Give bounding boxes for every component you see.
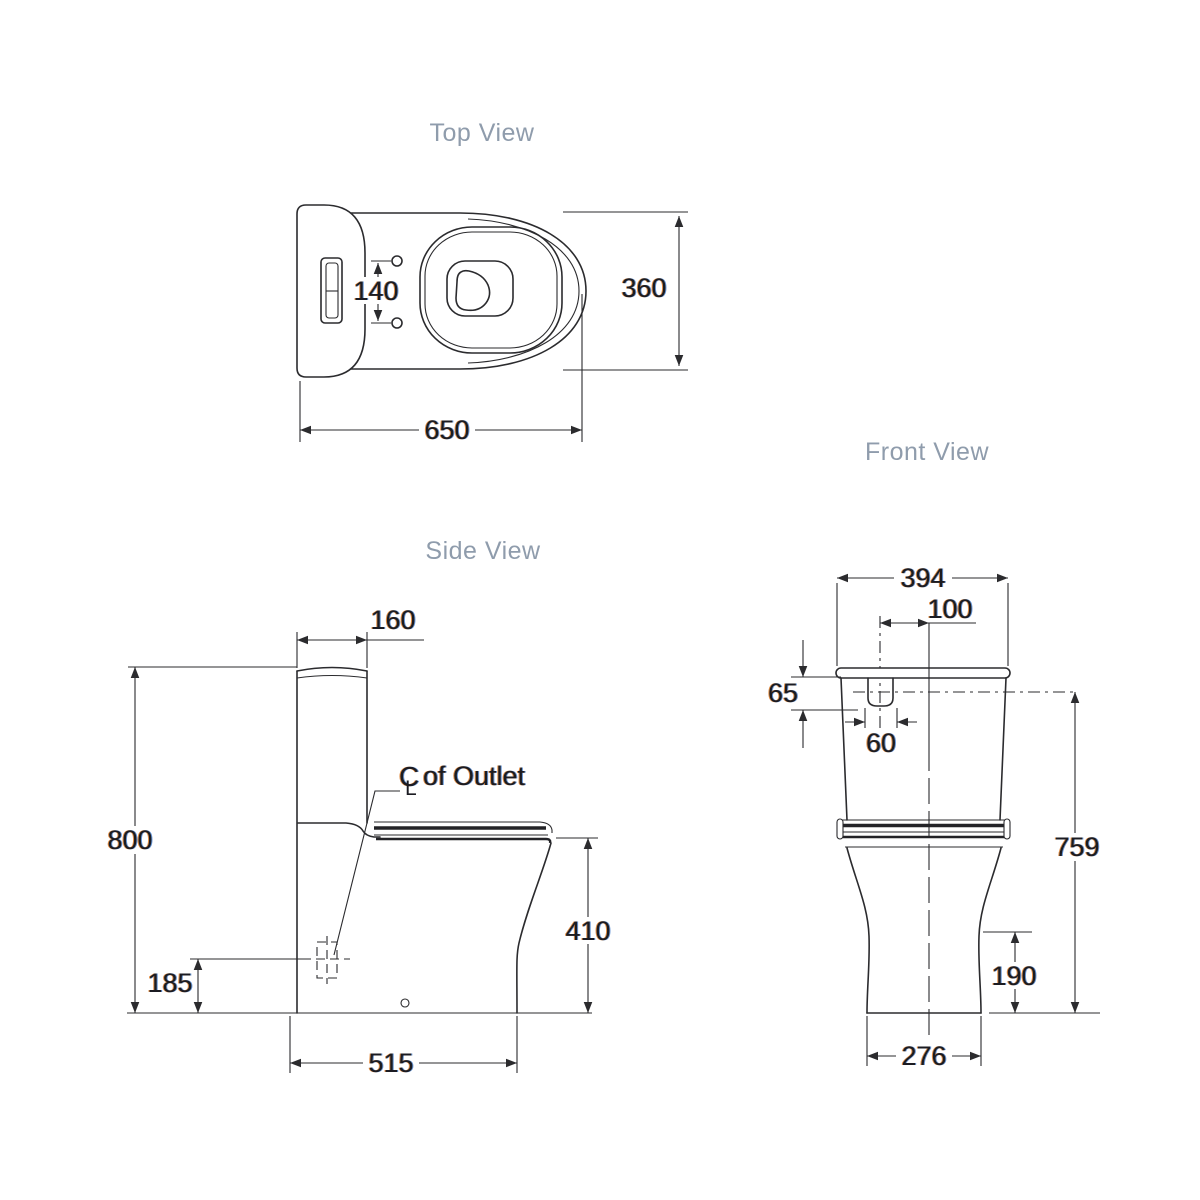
tank-base-shelf (297, 822, 381, 838)
seat-top-line (374, 821, 553, 833)
outlet-label-symbol-l: L (405, 777, 417, 800)
bowl-front-profile (516, 842, 552, 1014)
dim-bg (894, 564, 952, 592)
dim-276: 276 (901, 1041, 946, 1071)
dim-759: 759 (1054, 832, 1099, 862)
dim-410: 410 (565, 916, 610, 946)
front-view-title: Front View (865, 438, 989, 466)
tank-lid (835, 667, 1011, 679)
dim-394: 394 (900, 563, 945, 593)
tank-lid-bottom (296, 674, 368, 679)
seat-hinge-cap-left (836, 818, 844, 840)
outlet-leader-line (333, 790, 400, 956)
front-view: Front View (768, 438, 1105, 1071)
dim-bg (352, 277, 401, 304)
dim-190: 190 (991, 961, 1036, 991)
tank-lid (296, 666, 368, 672)
trap-outline (455, 269, 491, 312)
dim-bg (104, 826, 156, 854)
dim-185: 185 (147, 968, 192, 998)
dim-bg (988, 962, 1042, 989)
dim-800: 800 (107, 825, 152, 855)
dim-360: 360 (621, 273, 666, 303)
dim-bg (896, 1042, 952, 1070)
pedestal-right-edge (978, 847, 1002, 1014)
side-view-dimensions: 160 800 185 410 515 C L (104, 605, 615, 1078)
dim-160: 160 (370, 605, 415, 635)
bowl-water-outline (446, 260, 514, 317)
top-view: Top View 140 (296, 119, 688, 445)
tank-right-edge (999, 677, 1007, 821)
front-view-dimensions: 394 100 65 60 759 (768, 563, 1105, 1071)
seat-hinge-cap-right (1003, 818, 1011, 840)
top-view-title: Top View (430, 119, 535, 147)
fixing-hole (400, 998, 410, 1008)
dim-bg (363, 1049, 419, 1077)
outlet-centerline-label: C L of Outlet (399, 761, 526, 800)
tank-left-edge (840, 677, 848, 821)
dim-650: 650 (424, 415, 469, 445)
dim-515: 515 (368, 1048, 413, 1078)
top-view-dimensions: 140 360 650 (299, 211, 688, 445)
outlet-label-symbol-c: C (399, 761, 419, 792)
dim-65: 65 (768, 678, 798, 708)
hinge-hole-top (391, 255, 403, 267)
side-view-drawing (127, 666, 592, 1014)
dim-bg (419, 416, 475, 444)
side-view-title: Side View (425, 537, 541, 565)
front-view-drawing (835, 616, 1100, 1045)
outlet-label-text: of Outlet (423, 761, 526, 791)
hinge-hole-bottom (391, 317, 403, 329)
side-view: Side View (104, 537, 615, 1078)
seat-opening-outer (419, 226, 563, 354)
dim-bg (1048, 833, 1105, 861)
dim-bg (619, 274, 671, 301)
pedestal-left-edge (846, 847, 870, 1014)
dim-bg (561, 917, 615, 944)
seat-opening-inner (424, 231, 558, 349)
flush-button-pocket (867, 677, 894, 707)
seat-outline (349, 212, 587, 370)
seat-band-2 (376, 837, 552, 844)
dim-60: 60 (866, 728, 896, 758)
top-view-drawing (296, 204, 587, 378)
dim-100: 100 (927, 594, 972, 624)
dim-140: 140 (353, 276, 398, 306)
